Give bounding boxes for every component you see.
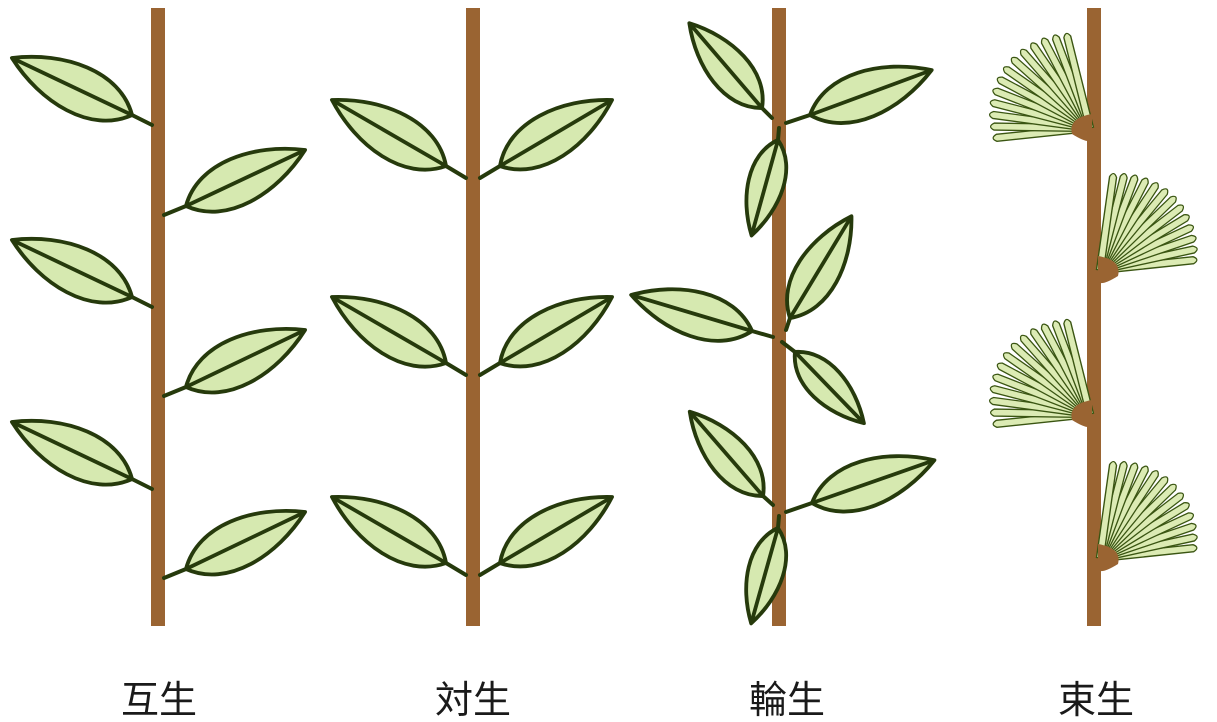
petiole	[132, 297, 152, 307]
petiole	[446, 563, 466, 575]
petiole	[480, 363, 500, 375]
leaf	[2, 37, 142, 137]
leaf	[782, 340, 876, 436]
leaf	[2, 219, 142, 319]
petiole	[762, 108, 772, 118]
petiole	[132, 479, 152, 489]
whorled-label: 輪生	[687, 678, 887, 722]
leaf	[176, 491, 315, 591]
petiole	[480, 166, 500, 178]
leaf	[176, 309, 315, 409]
needle-cluster	[989, 319, 1093, 428]
leaf	[488, 80, 624, 186]
fascicled-panel	[989, 8, 1198, 626]
stem	[1087, 8, 1101, 626]
petiole	[446, 363, 466, 375]
petiole	[164, 387, 186, 396]
leaf	[488, 477, 624, 583]
needle-cluster	[989, 33, 1093, 142]
leaf	[320, 277, 458, 384]
leaf	[804, 438, 942, 524]
needle-cluster	[1097, 173, 1198, 283]
leaf	[176, 129, 315, 228]
opposite-panel	[320, 8, 624, 626]
alternate-panel	[2, 8, 315, 626]
opposite-label: 対生	[373, 678, 573, 722]
petiole	[132, 115, 152, 125]
leaf	[2, 401, 142, 501]
fascicled-label: 束生	[996, 678, 1196, 722]
leaf	[488, 277, 624, 383]
stem	[466, 8, 480, 626]
petiole	[164, 206, 186, 215]
petiole	[164, 569, 186, 578]
leaf	[625, 273, 759, 352]
petiole	[786, 115, 810, 123]
petiole	[480, 563, 500, 575]
petiole	[752, 331, 773, 337]
leaf	[802, 48, 940, 136]
leaf	[320, 477, 458, 584]
whorled-panel	[625, 8, 942, 628]
stem	[151, 8, 165, 626]
petiole	[786, 503, 812, 512]
leaf	[772, 205, 870, 329]
leaf	[320, 80, 458, 187]
petiole	[763, 496, 773, 505]
leaf	[674, 10, 777, 121]
alternate-label: 互生	[59, 678, 259, 722]
needle-cluster	[1097, 461, 1198, 571]
leaf	[675, 399, 778, 509]
petiole	[446, 166, 466, 178]
